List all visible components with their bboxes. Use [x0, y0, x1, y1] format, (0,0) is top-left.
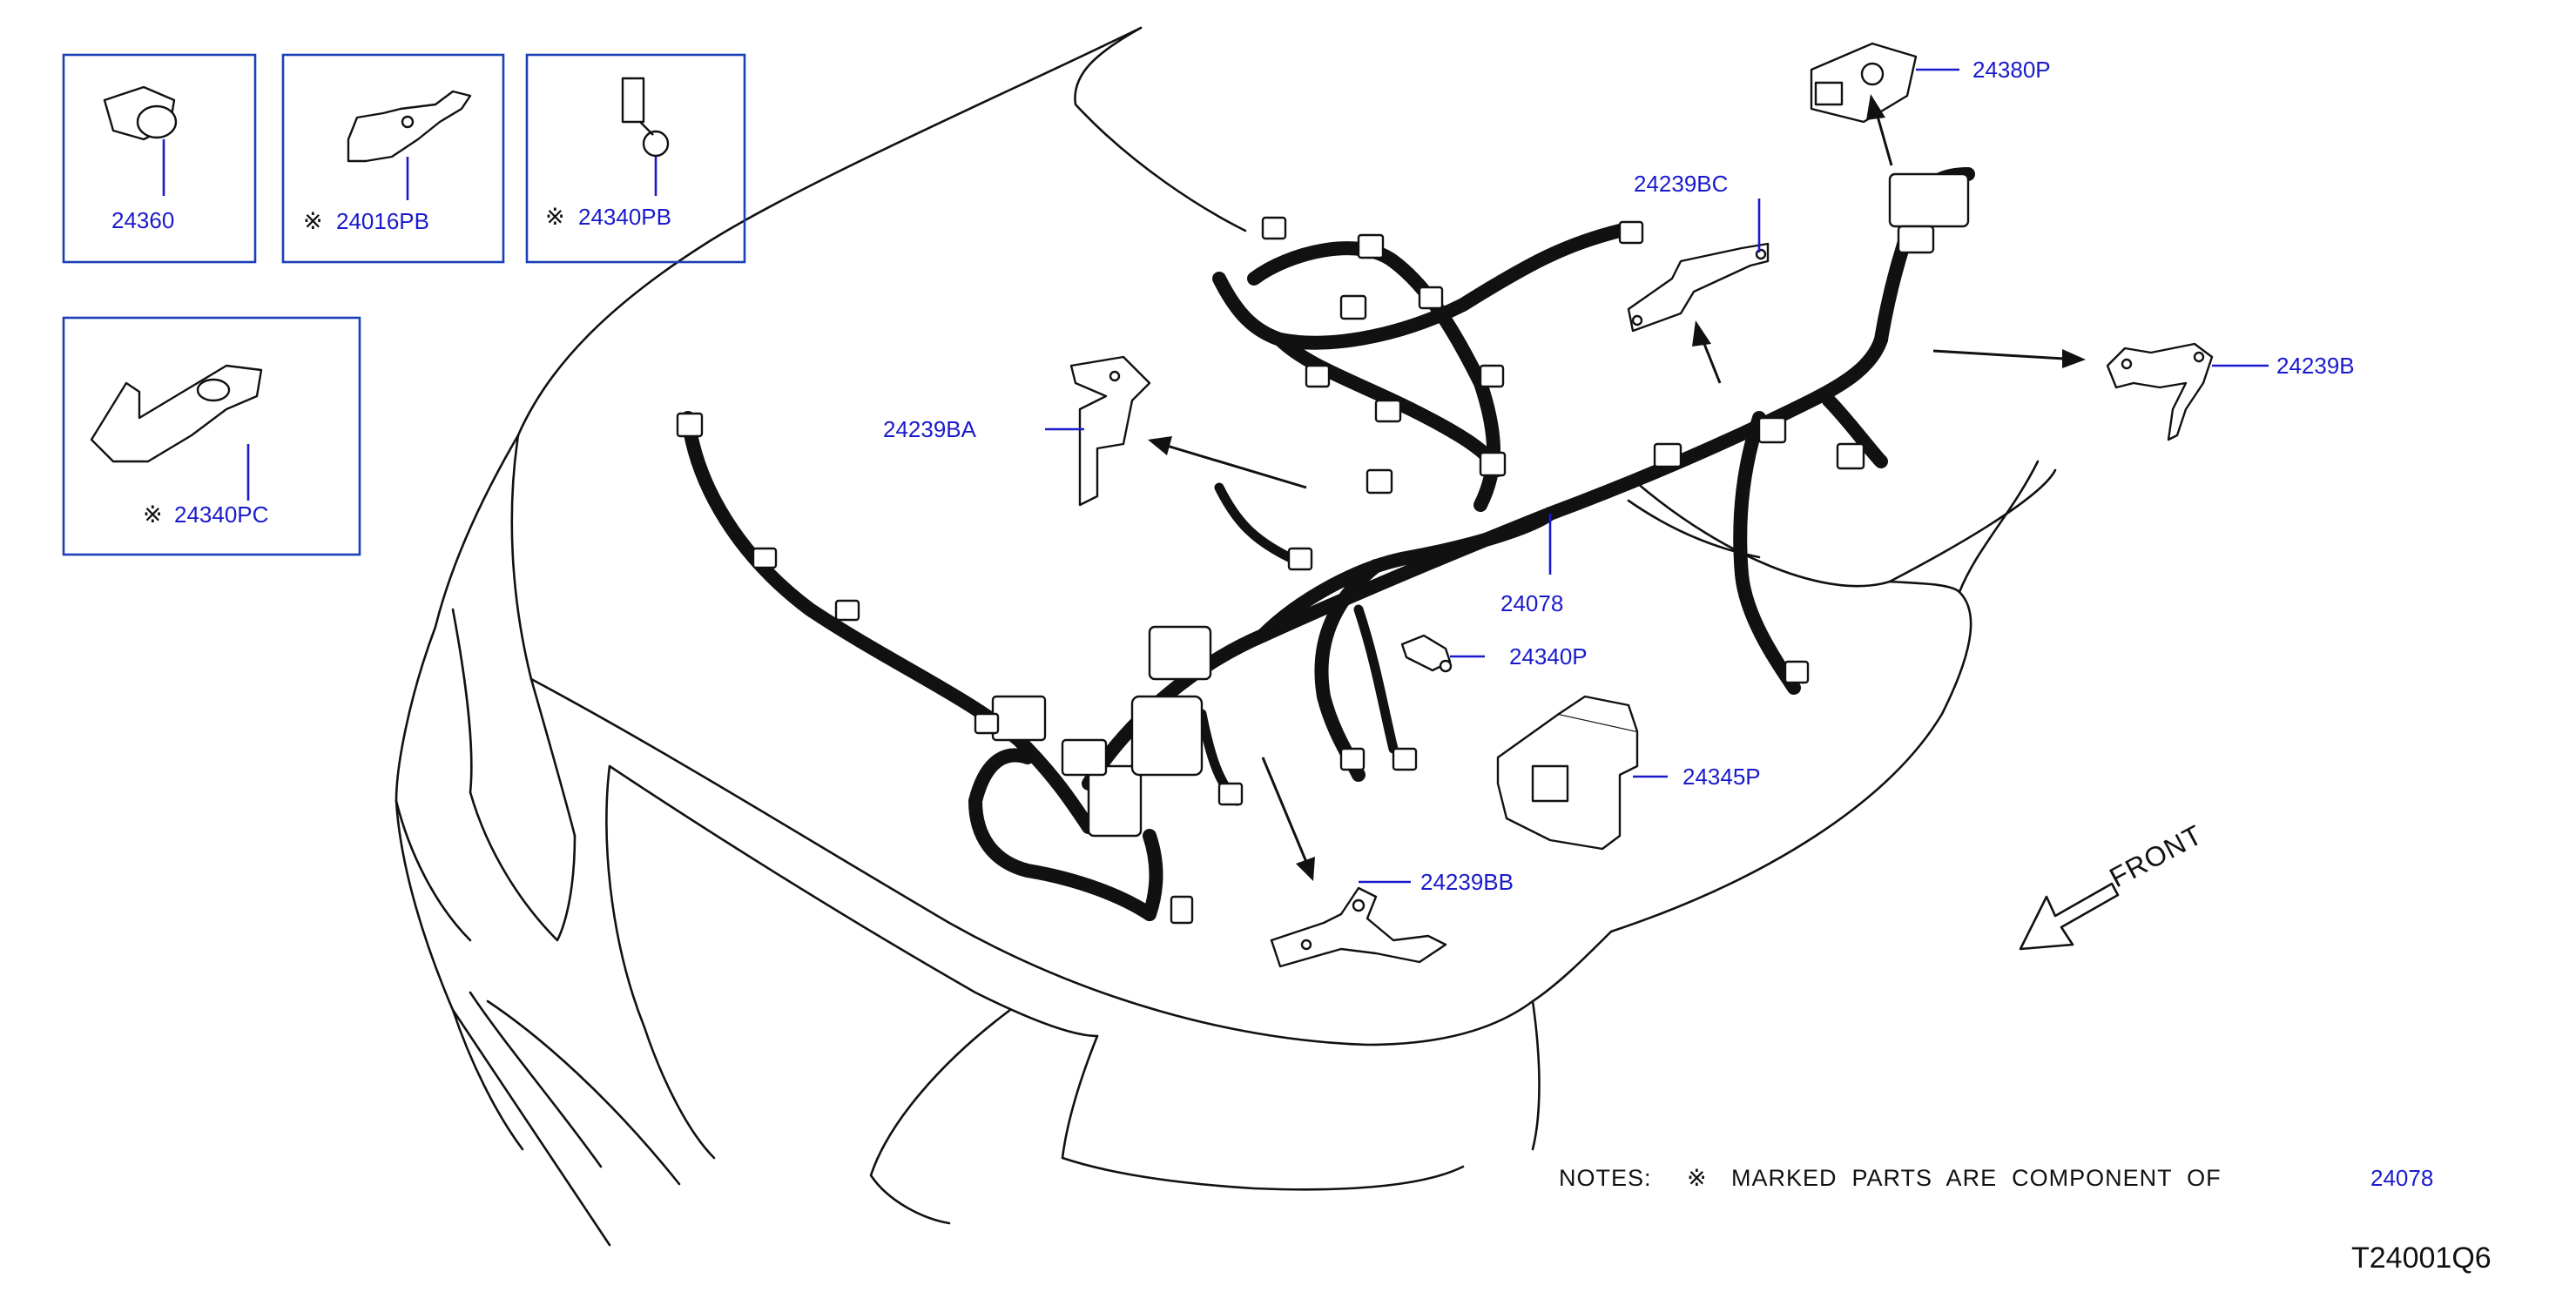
label-24016pb: 24016PB: [336, 208, 429, 234]
part-24340p: [1400, 634, 1453, 673]
front-label: FRONT: [2104, 818, 2208, 893]
label-24239ba: 24239BA: [883, 416, 977, 442]
marker-24340pb: ※: [545, 204, 566, 230]
diagram-code: T24001Q6: [2351, 1242, 2492, 1275]
label-24239bb: 24239BB: [1420, 869, 1514, 895]
part-24345p: [1496, 695, 1639, 851]
label-24078: 24078: [1500, 590, 1563, 616]
notes-part-ref: 24078: [2370, 1165, 2433, 1191]
label-24340pc: 24340PC: [174, 501, 268, 528]
inset-24340pb: ※ 24340PB: [525, 53, 746, 264]
marker-24340pc: ※: [143, 501, 164, 528]
direction-arrows: [1148, 94, 2086, 881]
label-24340pb: 24340PB: [578, 204, 671, 230]
label-24360: 24360: [111, 207, 174, 233]
notes-marker: ※: [1687, 1165, 1708, 1191]
label-24239bc: 24239BC: [1634, 171, 1728, 197]
inset-24360: 24360: [62, 53, 257, 264]
marker-24016pb: ※: [303, 208, 324, 234]
leader-lines: [1045, 68, 2269, 884]
label-24345p: 24345P: [1682, 764, 1761, 790]
label-24380p: 24380P: [1972, 57, 2051, 83]
inset-24340pc: ※ 24340PC: [62, 316, 361, 556]
main-harness: [676, 167, 1975, 925]
label-24340p: 24340P: [1509, 643, 1588, 670]
part-24380p: [1810, 42, 1918, 124]
notes-text: MARKED PARTS ARE COMPONENT OF: [1731, 1165, 2222, 1191]
part-24239bc: [1627, 242, 1770, 333]
label-24239b: 24239B: [2276, 353, 2355, 379]
part-24239bb: [1270, 886, 1447, 968]
part-24239b: [2106, 342, 2214, 441]
part-24239ba: [1069, 355, 1151, 507]
car-body-outline: [394, 26, 2057, 1247]
front-arrow: [2019, 882, 2120, 951]
notes: NOTES: ※ MARKED PARTS ARE COMPONENT OF 2…: [1559, 1165, 2433, 1191]
notes-prefix: NOTES:: [1559, 1165, 1652, 1191]
inset-24016pb: ※ 24016PB: [281, 53, 505, 264]
